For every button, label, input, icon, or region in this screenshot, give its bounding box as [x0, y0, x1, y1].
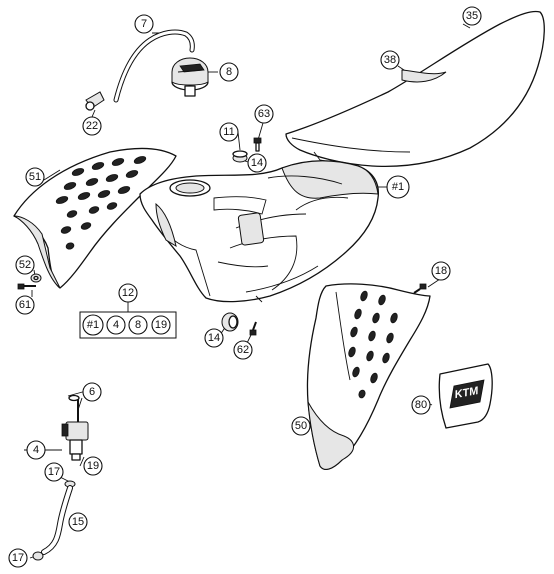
svg-text:19: 19: [155, 319, 167, 331]
svg-text:50: 50: [295, 420, 307, 432]
tank-bolt: [253, 137, 262, 152]
svg-text:38: 38: [384, 54, 396, 66]
callout-62: 62: [233, 340, 253, 360]
svg-text:4: 4: [33, 444, 39, 456]
callout-7: 7: [134, 14, 154, 34]
svg-text:#1: #1: [392, 181, 404, 193]
callout-63: 63: [254, 104, 274, 124]
tank-screw: [249, 321, 257, 336]
ktm-decal: KTM: [438, 363, 493, 429]
svg-text:35: 35: [466, 10, 478, 22]
callout-14-lower: 14: [204, 328, 224, 348]
left-spoiler: [13, 147, 177, 289]
callout-61: 61: [15, 295, 35, 315]
callout-4: 4: [26, 440, 46, 460]
fuel-tap: [61, 398, 89, 461]
kit-item-4: 4: [106, 315, 126, 335]
callout-12: 12: [118, 283, 138, 303]
callout-38: 38: [380, 50, 400, 70]
kit-item-1: #1: [82, 314, 104, 336]
callout-52: 52: [15, 255, 35, 275]
svg-text:62: 62: [237, 344, 249, 356]
svg-text:11: 11: [223, 126, 234, 138]
spoiler-vent-holes: [348, 290, 398, 399]
hose-fitting: [85, 91, 105, 111]
svg-text:17: 17: [12, 552, 24, 564]
callout-18: 18: [431, 261, 451, 281]
svg-text:12: 12: [122, 287, 134, 299]
svg-text:8: 8: [226, 66, 232, 78]
callout-22: 22: [82, 116, 102, 136]
callout-50: 50: [291, 416, 311, 436]
svg-text:14: 14: [251, 157, 263, 169]
kit-item-8: 8: [128, 315, 148, 335]
o-ring: [68, 394, 80, 402]
svg-text:52: 52: [19, 259, 31, 271]
callout-17-lower: 17: [8, 548, 28, 568]
right-spoiler-screw: [413, 283, 427, 294]
callout-35: 35: [462, 6, 482, 26]
svg-text:19: 19: [87, 460, 99, 472]
decal-logo-text: KTM: [454, 385, 480, 401]
fuel-cap: [171, 57, 209, 97]
hose-clamp-lower: [32, 551, 44, 561]
callout-6: 6: [82, 382, 102, 402]
callout-14-upper: 14: [247, 153, 267, 173]
svg-text:61: 61: [19, 299, 31, 311]
callout-1-tank: #1: [386, 175, 410, 199]
svg-text:22: 22: [86, 120, 98, 132]
left-spoiler-washer: [30, 273, 42, 283]
tank-grommet: [232, 150, 248, 163]
fuel-tank: [139, 160, 380, 303]
seat: [285, 10, 545, 167]
left-spoiler-screw: [17, 283, 36, 290]
callout-15: 15: [68, 512, 88, 532]
spacer-bushing: [221, 312, 239, 332]
svg-text:18: 18: [435, 265, 447, 277]
svg-text:6: 6: [89, 386, 95, 398]
svg-text:14: 14: [208, 332, 220, 344]
svg-text:7: 7: [141, 18, 147, 30]
callout-80: 80: [411, 395, 431, 415]
svg-text:63: 63: [258, 108, 270, 120]
callout-11: 11: [219, 122, 239, 142]
spoiler-vent-holes: [55, 156, 147, 250]
callout-19: 19: [83, 456, 103, 476]
fuel-hose: [41, 485, 73, 555]
svg-text:51: 51: [29, 171, 41, 183]
breather-hose: [113, 29, 195, 103]
kit-item-19: 19: [151, 315, 171, 335]
callout-8: 8: [219, 62, 239, 82]
callout-17-upper: 17: [44, 462, 64, 482]
right-spoiler: [306, 283, 431, 471]
svg-text:8: 8: [135, 319, 141, 331]
svg-text:4: 4: [113, 319, 119, 331]
svg-text:80: 80: [415, 399, 427, 411]
callouts: 7 8 22 35 38 63 11 14 51 #1 52 61 12 #1 …: [8, 6, 482, 568]
callout-51: 51: [25, 167, 45, 187]
svg-text:#1: #1: [87, 319, 99, 331]
kit-box: [79, 311, 177, 339]
svg-text:17: 17: [48, 466, 60, 478]
svg-text:15: 15: [72, 516, 84, 528]
